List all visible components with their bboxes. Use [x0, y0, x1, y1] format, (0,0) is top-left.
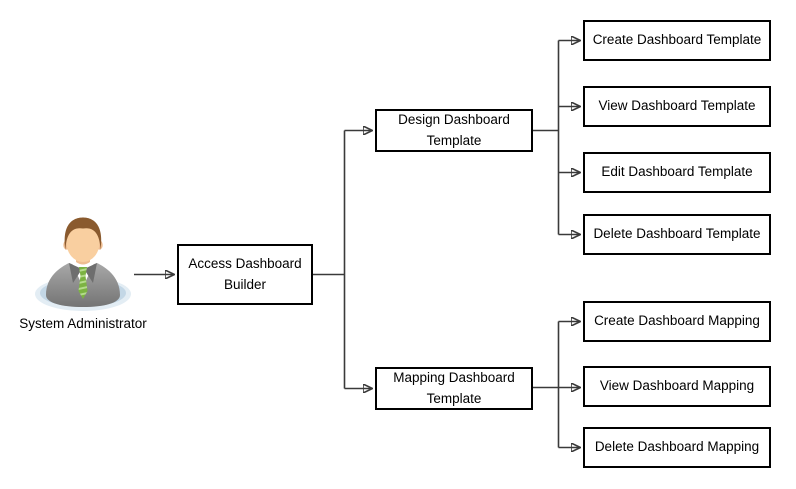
- node-mapping-dashboard-template: Mapping Dashboard Template: [375, 367, 533, 410]
- node-edit-dashboard-template: Edit Dashboard Template: [583, 152, 771, 193]
- node-delete-dashboard-template: Delete Dashboard Template: [583, 214, 771, 255]
- node-create-dashboard-template: Create Dashboard Template: [583, 20, 771, 61]
- node-view-dashboard-template: View Dashboard Template: [583, 86, 771, 127]
- actor-system-administrator: System Administrator: [0, 210, 166, 331]
- system-administrator-icon: [35, 217, 131, 311]
- node-design-dashboard-template: Design Dashboard Template: [375, 109, 533, 152]
- node-create-dashboard-mapping: Create Dashboard Mapping: [583, 301, 771, 342]
- node-access-dashboard-builder: Access Dashboard Builder: [177, 244, 313, 305]
- actor-label: System Administrator: [19, 316, 147, 331]
- node-view-dashboard-mapping: View Dashboard Mapping: [583, 366, 771, 407]
- node-delete-dashboard-mapping: Delete Dashboard Mapping: [583, 427, 771, 468]
